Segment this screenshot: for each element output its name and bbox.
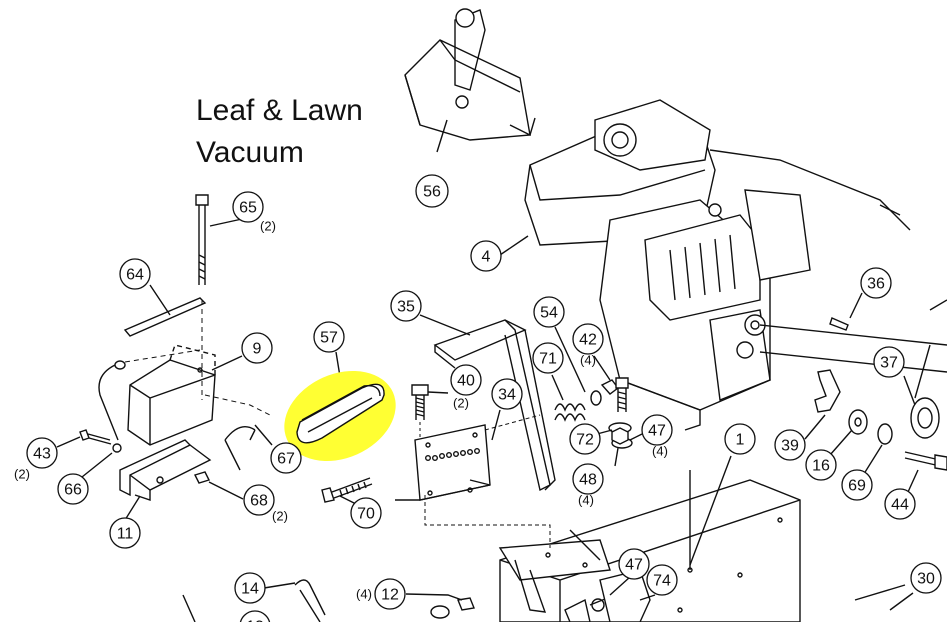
part-pulley bbox=[910, 299, 947, 439]
part-bracket-35 bbox=[433, 319, 556, 492]
callout-label: 39 bbox=[781, 438, 799, 455]
callout-label: 68 bbox=[250, 493, 268, 510]
callout-label: 42 bbox=[579, 332, 597, 349]
part-engine bbox=[524, 99, 947, 431]
callout-14: 14 bbox=[234, 572, 266, 604]
callout-9: 9 bbox=[241, 332, 273, 364]
callout-quantity: (4) bbox=[578, 493, 594, 508]
callout-label: 64 bbox=[126, 267, 144, 284]
callout-quantity: (4) bbox=[356, 587, 372, 602]
callout-36: 36 bbox=[860, 267, 892, 299]
callout-48: 48 bbox=[572, 463, 604, 495]
callout-16: 16 bbox=[805, 449, 837, 481]
callout-label: 12 bbox=[381, 587, 399, 604]
callout-12: 12 bbox=[374, 578, 406, 610]
callout-label: 36 bbox=[867, 276, 885, 293]
callout-34: 34 bbox=[491, 378, 523, 410]
callout-40: 40 bbox=[450, 364, 482, 396]
callout-label: 66 bbox=[64, 482, 82, 499]
callout-label: 43 bbox=[33, 446, 51, 463]
callout-65: 65 bbox=[232, 191, 264, 223]
part-frame bbox=[498, 470, 906, 622]
callout-30: 30 bbox=[910, 562, 942, 594]
callout-39: 39 bbox=[774, 429, 806, 461]
callout-72: 72 bbox=[569, 423, 601, 455]
callout-label: 16 bbox=[812, 458, 830, 475]
callout-label: 72 bbox=[576, 432, 594, 449]
callout-label: 70 bbox=[357, 506, 375, 523]
callout-label: 34 bbox=[498, 387, 516, 404]
callout-label: 65 bbox=[239, 200, 257, 217]
callout-label: 40 bbox=[457, 373, 475, 390]
callout-54: 54 bbox=[533, 296, 565, 328]
callout-label: 44 bbox=[891, 497, 909, 514]
callout-68: 68 bbox=[243, 484, 275, 516]
callout-64: 64 bbox=[119, 258, 151, 290]
part-cover bbox=[404, 8, 536, 141]
callout-37: 37 bbox=[873, 346, 905, 378]
callout-1: 1 bbox=[724, 423, 756, 455]
title-line-1: Leaf & Lawn bbox=[196, 94, 363, 127]
callout-label: 57 bbox=[320, 330, 338, 347]
callout-label: 54 bbox=[540, 305, 558, 322]
callout-label: 47 bbox=[648, 423, 666, 440]
callout-label: 14 bbox=[241, 581, 259, 598]
part-plate-34 bbox=[395, 414, 551, 548]
callout-69: 69 bbox=[841, 469, 873, 501]
callout-13: 13 bbox=[239, 610, 271, 622]
callout-47a: 47 bbox=[641, 414, 673, 446]
callout-label: 35 bbox=[397, 299, 415, 316]
callout-57: 57 bbox=[313, 321, 345, 353]
callout-label: 67 bbox=[277, 451, 295, 468]
callout-4: 4 bbox=[470, 240, 502, 272]
callout-label: 47 bbox=[625, 557, 643, 574]
callout-56: 56 bbox=[415, 174, 449, 208]
callout-70: 70 bbox=[350, 497, 382, 529]
callout-label: 48 bbox=[579, 472, 597, 489]
callout-label: 30 bbox=[917, 571, 935, 588]
callout-quantity: (4) bbox=[652, 444, 668, 459]
callout-quantity: (2) bbox=[453, 396, 469, 411]
callout-quantity: (2) bbox=[14, 467, 30, 482]
callout-label: 71 bbox=[539, 351, 557, 368]
callout-71: 71 bbox=[532, 342, 564, 374]
callout-67: 67 bbox=[270, 442, 302, 474]
callout-label: 4 bbox=[482, 249, 491, 266]
callout-label: 13 bbox=[246, 619, 264, 622]
part-box-9 bbox=[98, 344, 271, 446]
callout-label: 37 bbox=[880, 355, 898, 372]
callout-74: 74 bbox=[646, 564, 678, 596]
callout-label: 56 bbox=[423, 184, 441, 201]
callout-44: 44 bbox=[884, 488, 916, 520]
callout-label: 9 bbox=[253, 341, 262, 358]
callout-quantity: (2) bbox=[260, 219, 276, 234]
callout-66: 66 bbox=[57, 473, 89, 505]
callout-label: 1 bbox=[736, 432, 745, 449]
callout-11: 11 bbox=[109, 517, 141, 549]
title-line-2: Vacuum bbox=[196, 136, 304, 169]
callout-quantity: (2) bbox=[272, 509, 288, 524]
callout-43: 43 bbox=[26, 437, 58, 469]
part-bracket-11 bbox=[119, 439, 212, 501]
callout-42: 42 bbox=[572, 323, 604, 355]
callout-label: 74 bbox=[653, 573, 671, 590]
highlighted-part-57 bbox=[284, 370, 396, 462]
callout-47b: 47 bbox=[618, 548, 650, 580]
callout-35: 35 bbox=[390, 290, 422, 322]
callout-label: 11 bbox=[117, 526, 134, 543]
callout-label: 69 bbox=[848, 478, 866, 495]
callout-quantity: (4) bbox=[580, 353, 596, 368]
